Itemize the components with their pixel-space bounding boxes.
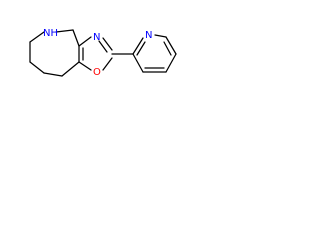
bond-c3-c4 — [43, 72, 63, 77]
bond-c5-o-oxazole — [78, 61, 92, 71]
bond-nh-c1 — [29, 31, 45, 43]
bond-py-c6-c5 — [165, 36, 177, 55]
bond-c6-n-oxazole — [78, 36, 92, 47]
bond-nh-ch2 — [55, 29, 74, 33]
atom-label-o-oxazole: O — [93, 67, 101, 78]
bond-py-c6-c5-double — [163, 41, 172, 56]
bond-n-c2 — [102, 37, 113, 51]
atom-label-n-pyridine: N — [145, 30, 152, 41]
bond-py-n-c6 — [154, 34, 167, 38]
atom-label-n-oxazole: N — [93, 32, 100, 43]
chemical-structure: NH N O N — [29, 28, 177, 78]
bond-py-c2-n — [132, 37, 144, 55]
bond-py-c3-c2 — [132, 53, 144, 73]
bond-c2-c3 — [29, 61, 45, 74]
bond-o-c2 — [102, 57, 113, 71]
bond-ch2-c6 — [72, 29, 80, 47]
bond-py-c5-c4 — [165, 53, 177, 73]
bond-py-c2-n-double — [136, 41, 146, 56]
bond-n-c2-double — [98, 40, 108, 53]
bond-c4-c5 — [61, 61, 80, 77]
atom-label-nh: NH — [43, 28, 58, 39]
